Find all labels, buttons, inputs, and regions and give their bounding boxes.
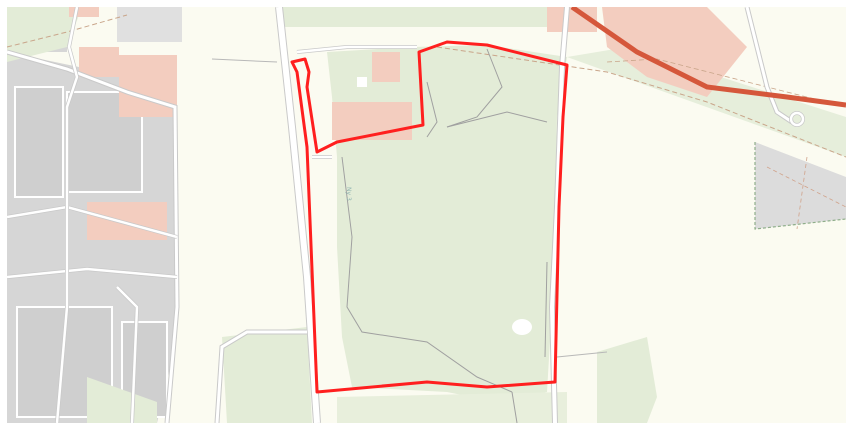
industrial-area-east: [754, 142, 846, 230]
footpaths: [211, 48, 608, 423]
route-line[interactable]: [290, 40, 569, 394]
park-label: Ny 3: [345, 187, 352, 201]
map-labels: Ny 3: [345, 187, 352, 201]
map-viewport[interactable]: Ny 3: [7, 7, 846, 423]
railway: [570, 7, 846, 108]
buildings: [69, 7, 747, 240]
boundary-lines: [7, 14, 846, 158]
roads: [7, 7, 805, 423]
map-canvas[interactable]: Ny 3: [7, 7, 846, 423]
